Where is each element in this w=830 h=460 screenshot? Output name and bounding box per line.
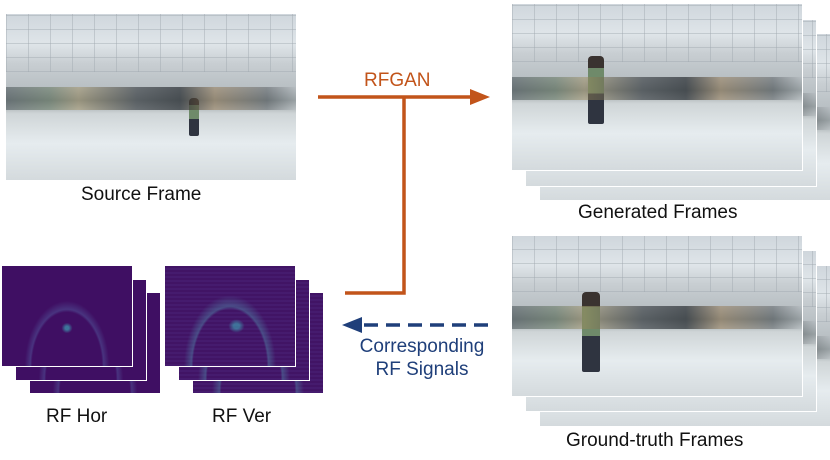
- rf-ver-map: [165, 266, 295, 366]
- rfgan-label: RFGAN: [364, 70, 431, 91]
- source-frame-label: Source Frame: [81, 184, 202, 205]
- generated-frame-image: [512, 4, 802, 170]
- source-frame-image: [6, 14, 296, 180]
- rfgan-arrow: [318, 89, 490, 295]
- generated-frames-label: Generated Frames: [578, 202, 738, 223]
- rf-signals-arrow: [342, 317, 488, 333]
- ground-truth-frames-label: Ground-truth Frames: [566, 430, 744, 451]
- rf-hor-map: [2, 266, 132, 366]
- rf-hor-label: RF Hor: [46, 406, 108, 427]
- walking-person: [189, 98, 199, 136]
- corresponding-line2: RF Signals: [375, 359, 469, 380]
- corresponding-line1: Corresponding: [359, 336, 485, 357]
- corresponding-rf-signals-label: Corresponding RF Signals: [340, 335, 504, 381]
- ground-truth-frame-image: [512, 236, 802, 396]
- rf-ver-label: RF Ver: [212, 406, 272, 427]
